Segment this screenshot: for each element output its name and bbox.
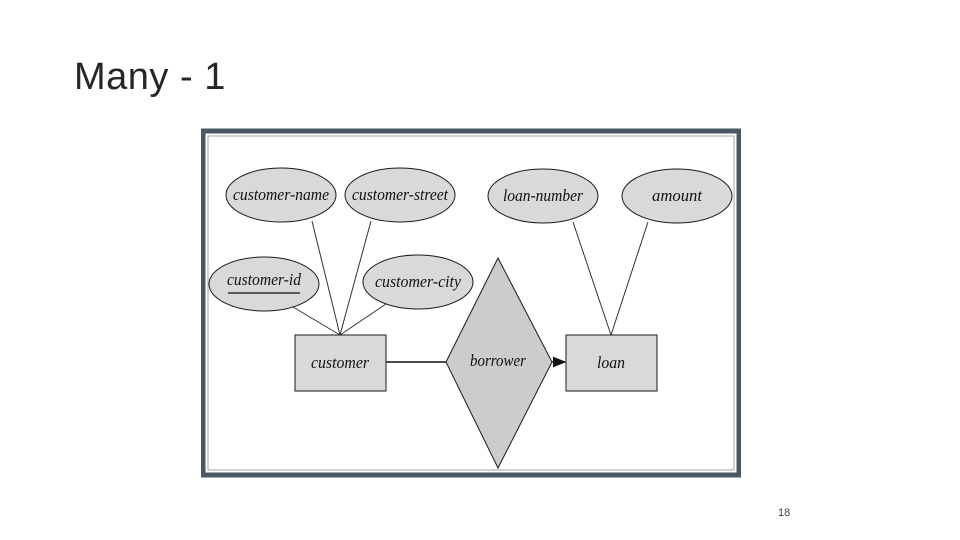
entity-label: customer	[311, 353, 369, 372]
attribute-label: customer-city	[375, 272, 461, 291]
entity-loan: loan	[565, 334, 658, 392]
entity-box	[294, 334, 387, 392]
attribute-ellipse	[344, 167, 456, 223]
attribute-label: amount	[652, 186, 703, 205]
attribute-loan-number: loan-number	[487, 168, 599, 224]
attribute-customer-name: customer-name	[225, 167, 337, 223]
line-customer-name	[311, 220, 341, 336]
attribute-ellipse	[225, 167, 337, 223]
entity-box	[565, 334, 658, 392]
attribute-label: customer-name	[233, 185, 329, 204]
attribute-ellipse	[621, 168, 733, 224]
entity-label: loan	[597, 353, 625, 372]
line-customer-id	[292, 306, 341, 336]
attribute-label: loan-number	[503, 186, 583, 205]
attribute-customer-city: customer-city	[362, 254, 474, 310]
line-amount	[610, 221, 649, 336]
attribute-customer-id: customer-id	[208, 256, 320, 312]
attribute-ellipse	[208, 256, 320, 312]
attribute-label: customer-street	[352, 185, 449, 204]
entity-customer: customer	[294, 334, 387, 392]
attribute-ellipse	[362, 254, 474, 310]
attribute-ellipse	[487, 168, 599, 224]
attribute-customer-street: customer-street	[344, 167, 456, 223]
line-customer-street	[339, 220, 372, 336]
attribute-amount: amount	[621, 168, 733, 224]
relationship-borrower: borrower	[445, 256, 553, 470]
er-diagram: customer-name customer-street customer-i…	[201, 128, 741, 478]
page-number: 18	[778, 507, 791, 519]
line-loan-number	[572, 221, 612, 336]
relationship-diamond	[445, 256, 553, 470]
relationship-label: borrower	[470, 351, 526, 370]
slide-title: Many - 1	[74, 56, 226, 98]
attribute-label: customer-id	[227, 270, 301, 289]
diagram-inner-border	[207, 135, 735, 471]
line-customer-city	[339, 303, 387, 336]
